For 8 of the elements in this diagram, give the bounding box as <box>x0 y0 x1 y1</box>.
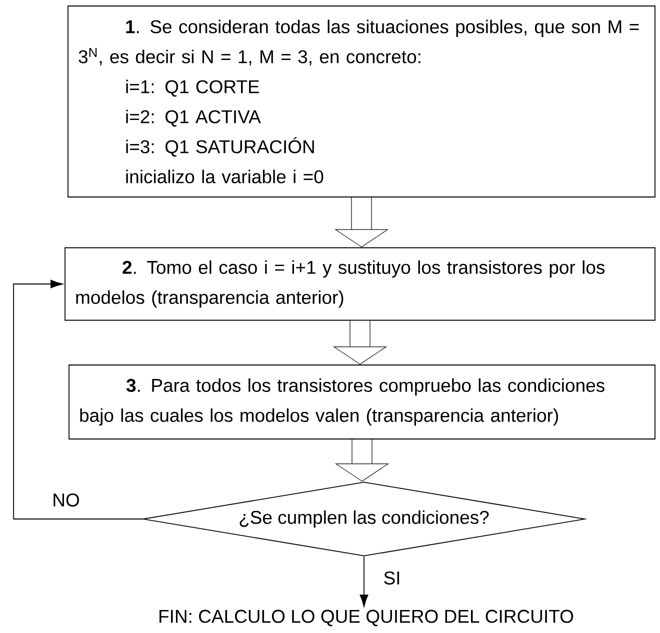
process-box: 3. Para todos los transistores compruebo las condiciones bajo las cuales los modelos valen (transparencia anterior) <box>68 364 656 440</box>
edge-label: SI <box>384 571 400 585</box>
edge-label: NO <box>54 493 79 507</box>
end-text: FIN: CALCULO LO QUE QUIERO DEL CIRCUITO <box>160 610 574 626</box>
process-box: 1. Se consideran todas las situaciones posibles, que son M = 3$^{N}$, es decir si N = 1, M = 3, en concreto: i=1: Q1 CORTE i=2: Q1 ACTIVA i=3: Q1 SATURACIÓN inicializo la variable i =0 <box>68 6 656 198</box>
arrow <box>13 280 143 520</box>
process-box: 2. Tomo el caso i = i+1 y sustituyo los transistores por los modelos (transparencia anterior) <box>64 247 656 321</box>
arrow <box>360 556 368 607</box>
